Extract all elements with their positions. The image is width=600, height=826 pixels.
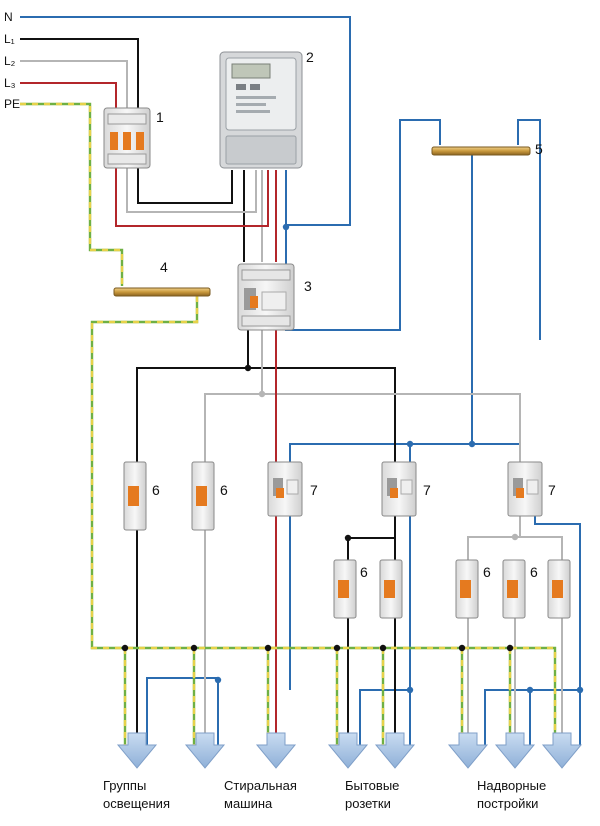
- junction-dots: [121, 223, 584, 694]
- arrow-outbuildings-3: [541, 732, 583, 769]
- number-6-sockets: 6: [360, 564, 368, 580]
- output-arrows: [116, 732, 583, 769]
- pe-wires: [20, 102, 557, 745]
- arrow-outbuildings-2: [494, 732, 536, 769]
- neutral-busbar: [431, 146, 531, 156]
- component-numbers: 1 2 3 4 5 6 6 6 6 6 7 7 7: [152, 49, 556, 580]
- breaker-lighting-1: [123, 461, 147, 531]
- arrow-lighting-1: [116, 732, 158, 769]
- phase-l1-wires: [20, 38, 396, 745]
- phase-l2-wires: [20, 60, 563, 745]
- breaker-outbuildings-3: [547, 559, 571, 619]
- arrow-sockets-2: [374, 732, 416, 769]
- phase-l3-wires: [20, 82, 277, 745]
- caption-lighting-line1: Группы: [103, 778, 146, 793]
- caption-lighting-line2: освещения: [103, 796, 170, 811]
- caption-washer-line2: машина: [224, 796, 273, 811]
- breaker-outbuildings-2: [502, 559, 526, 619]
- number-5: 5: [535, 141, 543, 157]
- main-breaker-3pole: [103, 107, 151, 169]
- caption-outbuildings-line2: постройки: [477, 796, 538, 811]
- label-l3: L₃: [4, 76, 16, 90]
- label-pe: PE: [4, 97, 20, 111]
- electricity-meter: [219, 51, 303, 169]
- caption-sockets-line2: розетки: [345, 796, 391, 811]
- arrow-washer: [255, 732, 297, 769]
- number-6-outbuildings-2: 6: [530, 564, 538, 580]
- caption-washer-line1: Стиральная: [224, 778, 297, 793]
- arrow-sockets-1: [327, 732, 369, 769]
- main-rcd-4pole: [237, 263, 295, 331]
- number-7-washer: 7: [310, 482, 318, 498]
- label-l1: L₁: [4, 32, 15, 46]
- group-captions: Группы освещения Стиральная машина Бытов…: [103, 778, 546, 811]
- breaker-sockets-2: [379, 559, 403, 619]
- wire-labels: N L₁ L₂ L₃ PE: [4, 10, 20, 111]
- caption-outbuildings-line1: Надворные: [477, 778, 546, 793]
- caption-sockets-line1: Бытовые: [345, 778, 399, 793]
- number-3: 3: [304, 278, 312, 294]
- number-1: 1: [156, 109, 164, 125]
- number-2: 2: [306, 49, 314, 65]
- number-6-lighting-1: 6: [152, 482, 160, 498]
- arrow-outbuildings-1: [447, 732, 489, 769]
- number-7-outbuildings: 7: [548, 482, 556, 498]
- arrow-lighting-2: [184, 732, 226, 769]
- label-l2: L₂: [4, 54, 16, 68]
- pe-busbar: [113, 287, 211, 297]
- breaker-outbuildings-1: [455, 559, 479, 619]
- number-6-outbuildings-1: 6: [483, 564, 491, 580]
- rcd-washer: [267, 461, 303, 517]
- breaker-sockets-1: [333, 559, 357, 619]
- label-n: N: [4, 10, 13, 24]
- breaker-lighting-2: [191, 461, 215, 531]
- number-6-lighting-2: 6: [220, 482, 228, 498]
- rcd-sockets: [381, 461, 417, 517]
- number-7-sockets: 7: [423, 482, 431, 498]
- number-4: 4: [160, 259, 168, 275]
- rcd-outbuildings: [507, 461, 543, 517]
